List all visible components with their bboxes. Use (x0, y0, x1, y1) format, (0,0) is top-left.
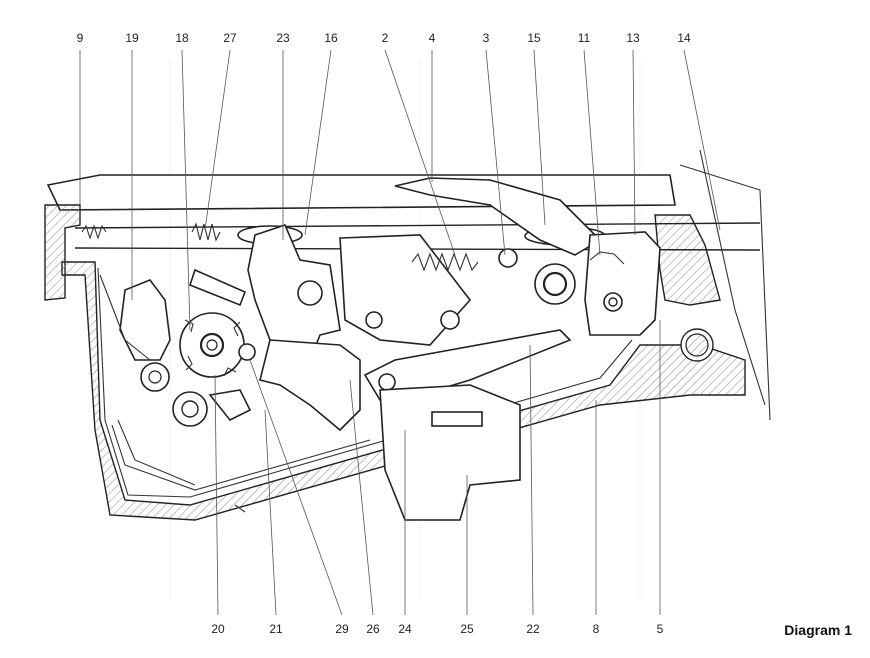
rivet-b (440, 310, 460, 330)
callout-13: 13 (626, 31, 640, 45)
callout-8: 8 (593, 622, 600, 636)
bracket-21 (208, 389, 252, 422)
top-callouts: 9 19 18 27 23 16 2 4 3 15 11 13 14 (77, 31, 691, 45)
callout-29: 29 (335, 622, 349, 636)
callout-18: 18 (175, 31, 189, 45)
callout-21: 21 (269, 622, 283, 636)
leader-lines-bottom (214, 320, 661, 616)
callout-5: 5 (657, 622, 664, 636)
callout-3: 3 (483, 31, 490, 45)
diagram-caption: Diagram 1 (784, 622, 852, 638)
callout-27: 27 (223, 31, 237, 45)
bottom-callouts: 20 21 29 26 24 25 22 8 5 (211, 622, 663, 636)
callout-26: 26 (366, 622, 380, 636)
callout-2: 2 (382, 31, 389, 45)
leader-lines-top (79, 49, 721, 331)
callout-20: 20 (211, 622, 225, 636)
rollers-20 (140, 362, 208, 427)
callout-19: 19 (125, 31, 139, 45)
lever-4 (394, 177, 602, 256)
plate-26 (259, 339, 361, 432)
cam-19 (119, 279, 171, 361)
callout-14: 14 (677, 31, 691, 45)
callout-11: 11 (578, 31, 591, 45)
callout-23: 23 (276, 31, 290, 45)
pivot-22 (378, 373, 396, 391)
block-25 (379, 384, 521, 521)
callout-15: 15 (527, 31, 541, 45)
arm-27 (189, 268, 247, 307)
star-wheel-18 (179, 312, 245, 378)
callout-25: 25 (460, 622, 474, 636)
callout-16: 16 (324, 31, 338, 45)
spring-9 (81, 224, 107, 240)
callout-24: 24 (398, 622, 412, 636)
spring-27 (191, 222, 221, 242)
pin-29 (238, 343, 256, 361)
callout-4: 4 (429, 31, 436, 45)
pivot-23 (297, 280, 323, 306)
bracket-13 (584, 231, 661, 336)
rivet-a (365, 311, 383, 329)
lever-23 (247, 224, 341, 362)
ball-3 (498, 248, 518, 268)
tab-24 (431, 411, 483, 427)
callout-22: 22 (526, 622, 540, 636)
callout-9: 9 (77, 31, 84, 45)
spring-2 (411, 252, 479, 272)
